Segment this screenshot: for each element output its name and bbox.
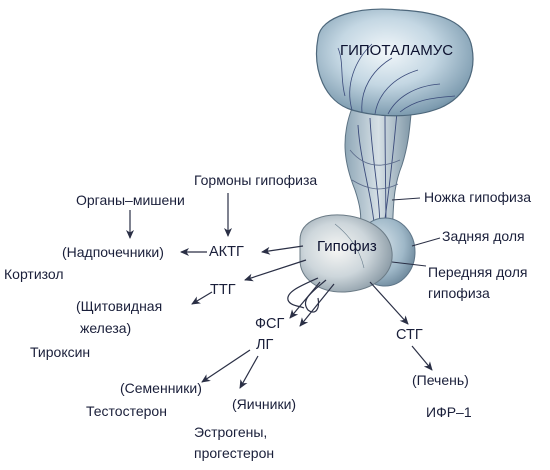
thyroid-label-line1: (Щитовидная xyxy=(76,298,163,314)
testosterone-label: Тестостерон xyxy=(86,403,167,419)
pituitary-hormones-label: Гормоны гипофиза xyxy=(194,172,318,188)
estrogens-label-line2: прогестерон xyxy=(194,445,275,461)
gh-label: СТГ xyxy=(396,327,423,343)
pituitary-stalk-shape xyxy=(344,104,413,233)
posterior-lobe-pointer xyxy=(411,237,441,247)
fsh-label: ФСГ xyxy=(255,316,285,332)
gh-to-liver-arrow xyxy=(411,345,433,371)
tsh-to-thyroid-arrow xyxy=(191,291,213,305)
hypothalamus-vessels xyxy=(337,43,456,115)
anterior-lobe-label-line2: гипофиза xyxy=(428,285,490,301)
lh-label: ЛГ xyxy=(256,337,274,353)
lh-source-arrow xyxy=(299,283,335,327)
fsh-curve-2 xyxy=(304,279,327,313)
lh-to-ovaries-arrow xyxy=(239,355,259,389)
anterior-lobe-label-line1: Передняя доля xyxy=(428,264,528,280)
ovaries-label: (Яичники) xyxy=(232,396,297,412)
liver-label: (Печень) xyxy=(412,372,469,388)
target-organs-label: Органы–мишени xyxy=(76,192,185,208)
hypothalamus-label: ГИПОТАЛАМУС xyxy=(340,42,454,59)
tsh-source-arrow xyxy=(244,259,307,282)
posterior-lobe-label: Задняя доля xyxy=(442,228,525,244)
stalk-pointer xyxy=(391,197,421,201)
testes-label: (Семенники) xyxy=(120,380,202,396)
thyroid-label-line2: железа) xyxy=(80,320,132,336)
hormone-arrows xyxy=(126,193,433,389)
tsh-label: ТТГ xyxy=(210,282,236,298)
pituitary-stalk-label: Ножка гипофиза xyxy=(424,189,532,205)
estrogens-label-line1: Эстрогены, xyxy=(194,424,268,440)
gh-source-arrow xyxy=(369,281,409,325)
pituitary-label: Гипофиз xyxy=(317,238,377,255)
hypothalamus-shape xyxy=(316,8,474,117)
acth-source-arrow xyxy=(261,245,304,255)
cortisol-label: Кортизол xyxy=(4,266,64,282)
lh-to-testes-arrow xyxy=(201,349,251,383)
anterior-lobe-pointer xyxy=(391,261,427,267)
thyroxine-label: Тироксин xyxy=(30,344,91,360)
adrenals-label: (Надпочечники) xyxy=(62,244,164,260)
igf-label: ИФР–1 xyxy=(426,404,472,420)
fsh-source-arrow xyxy=(289,281,321,319)
acth-label: АКТГ xyxy=(209,244,244,260)
